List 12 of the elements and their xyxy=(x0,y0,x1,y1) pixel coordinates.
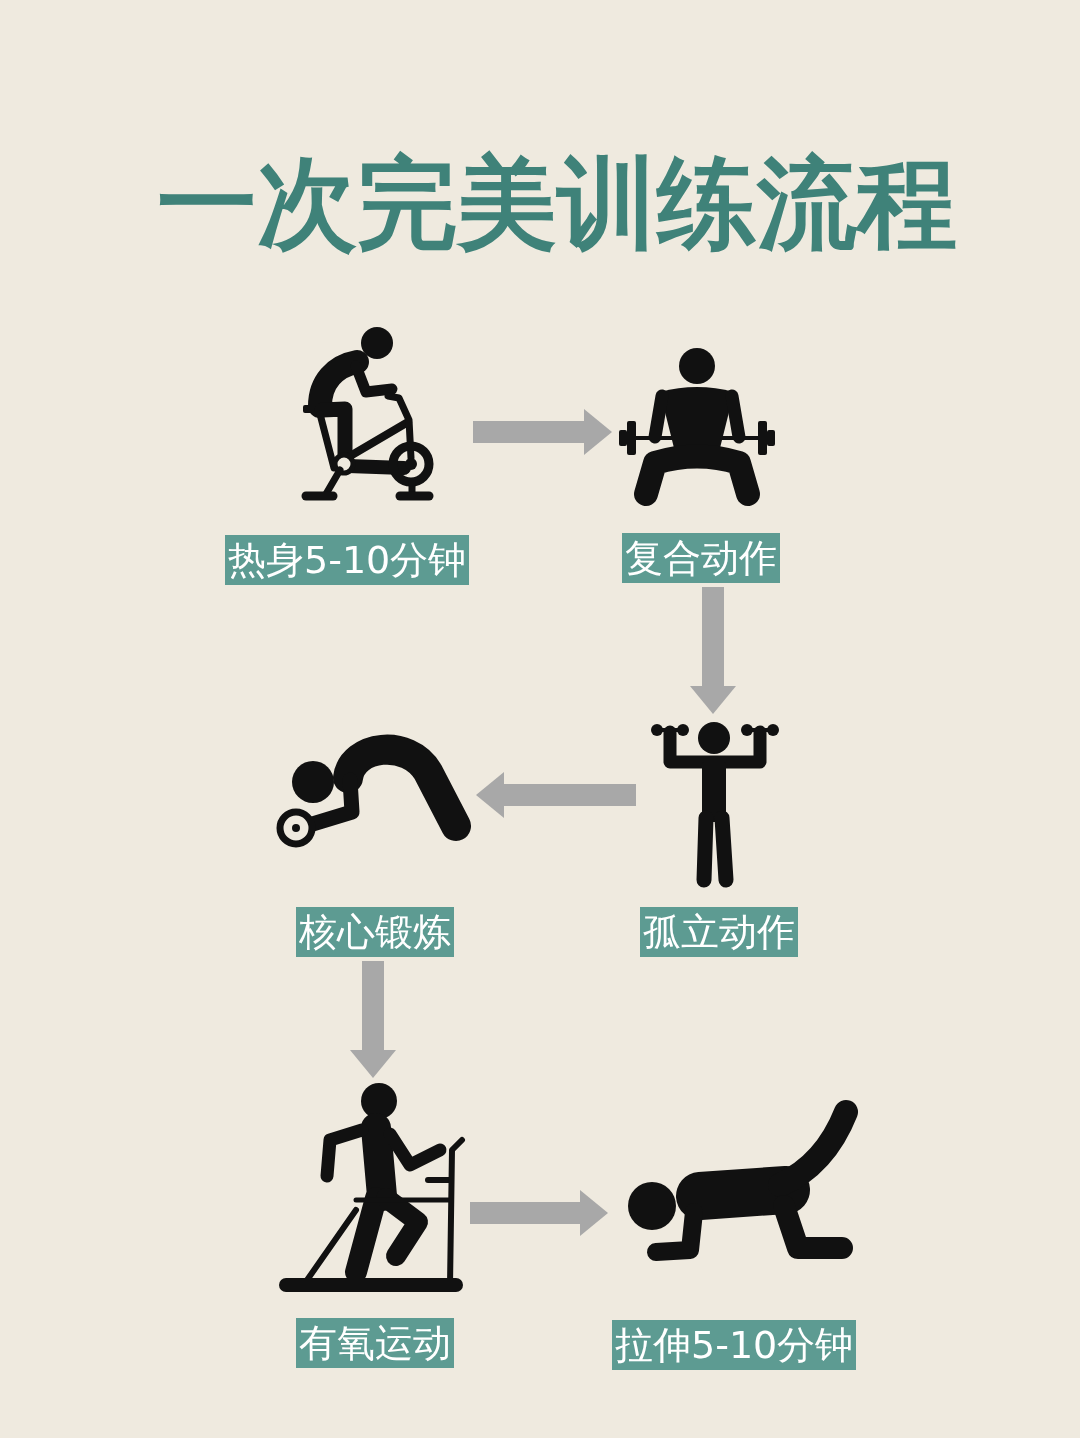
step-label: 有氧运动 xyxy=(296,1318,454,1368)
step-label: 核心锻炼 xyxy=(296,907,454,957)
step-label: 拉伸5-10分钟 xyxy=(612,1320,857,1370)
step-label: 热身5-10分钟 xyxy=(225,535,470,585)
arrow xyxy=(690,587,736,714)
arrow xyxy=(473,409,612,455)
step-label: 复合动作 xyxy=(622,533,780,583)
arrow xyxy=(350,961,396,1078)
title: 一次完美训练流程 xyxy=(157,143,957,263)
arrow xyxy=(470,1190,608,1236)
step-label: 孤立动作 xyxy=(640,907,798,957)
arrow xyxy=(476,772,636,818)
